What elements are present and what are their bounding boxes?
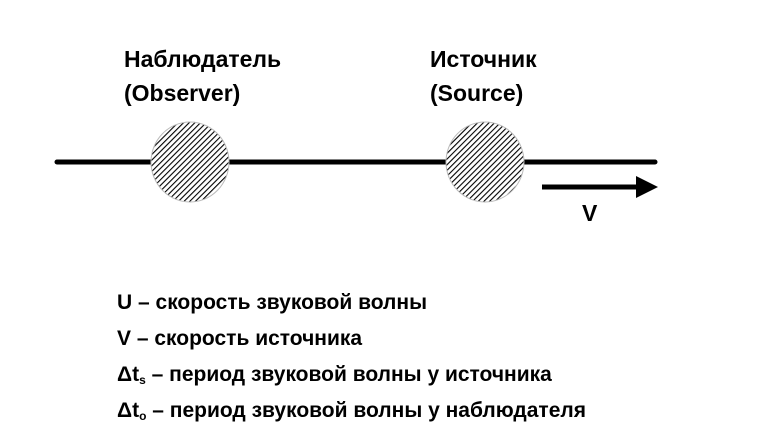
legend-item: V – скорость источника	[117, 321, 586, 357]
legend-item: Δts – период звуковой волны у источника	[117, 357, 586, 393]
observer-label: Наблюдатель (Observer)	[124, 42, 281, 110]
source-label-en: (Source)	[430, 80, 524, 106]
observer-label-en: (Observer)	[124, 80, 241, 106]
velocity-label: V	[582, 200, 598, 226]
legend-symbol: Δt	[117, 399, 140, 422]
observer-label-ru: Наблюдатель	[124, 46, 282, 72]
source-label: Источник (Source)	[430, 42, 537, 110]
source-circle	[445, 121, 525, 203]
legend-symbol: U	[117, 291, 133, 314]
legend-symbol: Δt	[117, 363, 140, 386]
legend-text: – скорость источника	[131, 327, 363, 350]
observer-circle	[150, 121, 230, 203]
legend-subscript: o	[139, 409, 147, 423]
velocity-arrow-head	[636, 176, 658, 198]
legend: U – скорость звуковой волны V – скорость…	[117, 285, 586, 429]
legend-item: Δto – период звуковой волны у наблюдател…	[117, 393, 586, 429]
legend-text: – скорость звуковой волны	[132, 291, 428, 314]
legend-text: – период звуковой волны у источника	[145, 363, 552, 386]
legend-item: U – скорость звуковой волны	[117, 285, 586, 321]
source-label-ru: Источник	[430, 46, 537, 72]
legend-symbol: V	[117, 327, 132, 350]
legend-subscript: s	[139, 373, 146, 387]
legend-text: – период звуковой волны у наблюдателя	[146, 399, 586, 422]
